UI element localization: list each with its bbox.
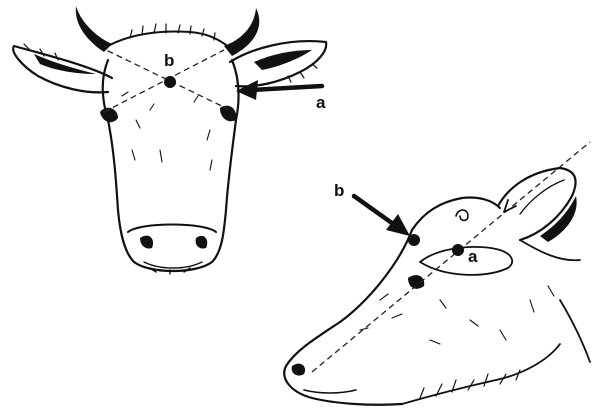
side-guide-line — [312, 142, 590, 372]
side-mouth — [304, 390, 356, 393]
muzzle — [128, 225, 216, 233]
front-label-b: b — [164, 51, 174, 70]
face-hair-strokes — [122, 92, 212, 170]
poll-fringe — [108, 32, 230, 48]
side-throat-hair — [420, 370, 520, 398]
side-hair-strokes — [360, 286, 554, 344]
side-nostril — [292, 364, 305, 376]
right-nostril — [196, 236, 208, 249]
side-arrow-b-head — [386, 214, 410, 236]
front-view-cow-head: b a — [13, 6, 326, 274]
face-outline — [103, 60, 239, 271]
right-eye — [220, 106, 236, 122]
side-jaw — [402, 344, 560, 404]
side-label-b: b — [334, 181, 344, 200]
mouth-line — [144, 262, 202, 274]
side-label-a: a — [468, 247, 478, 266]
right-ear-inner — [254, 50, 312, 70]
right-ear-hair — [288, 64, 317, 82]
right-horn — [224, 8, 259, 56]
side-arrow-b-shaft — [354, 196, 396, 226]
front-point-b — [164, 76, 176, 88]
left-horn — [76, 6, 112, 52]
left-nostril — [140, 236, 153, 249]
side-ear-inner — [520, 180, 564, 214]
side-ear-tip — [540, 196, 577, 242]
side-horn-bud — [456, 210, 468, 221]
side-guide-arrowhead — [504, 200, 516, 212]
side-view-cow-head: a b — [284, 142, 590, 405]
front-label-a: a — [316, 93, 326, 112]
side-eye — [408, 275, 424, 289]
front-arrow-a-shaft — [252, 86, 322, 90]
side-eye-region — [420, 247, 512, 275]
left-ear-inner — [34, 54, 96, 74]
side-point-a — [452, 244, 464, 256]
